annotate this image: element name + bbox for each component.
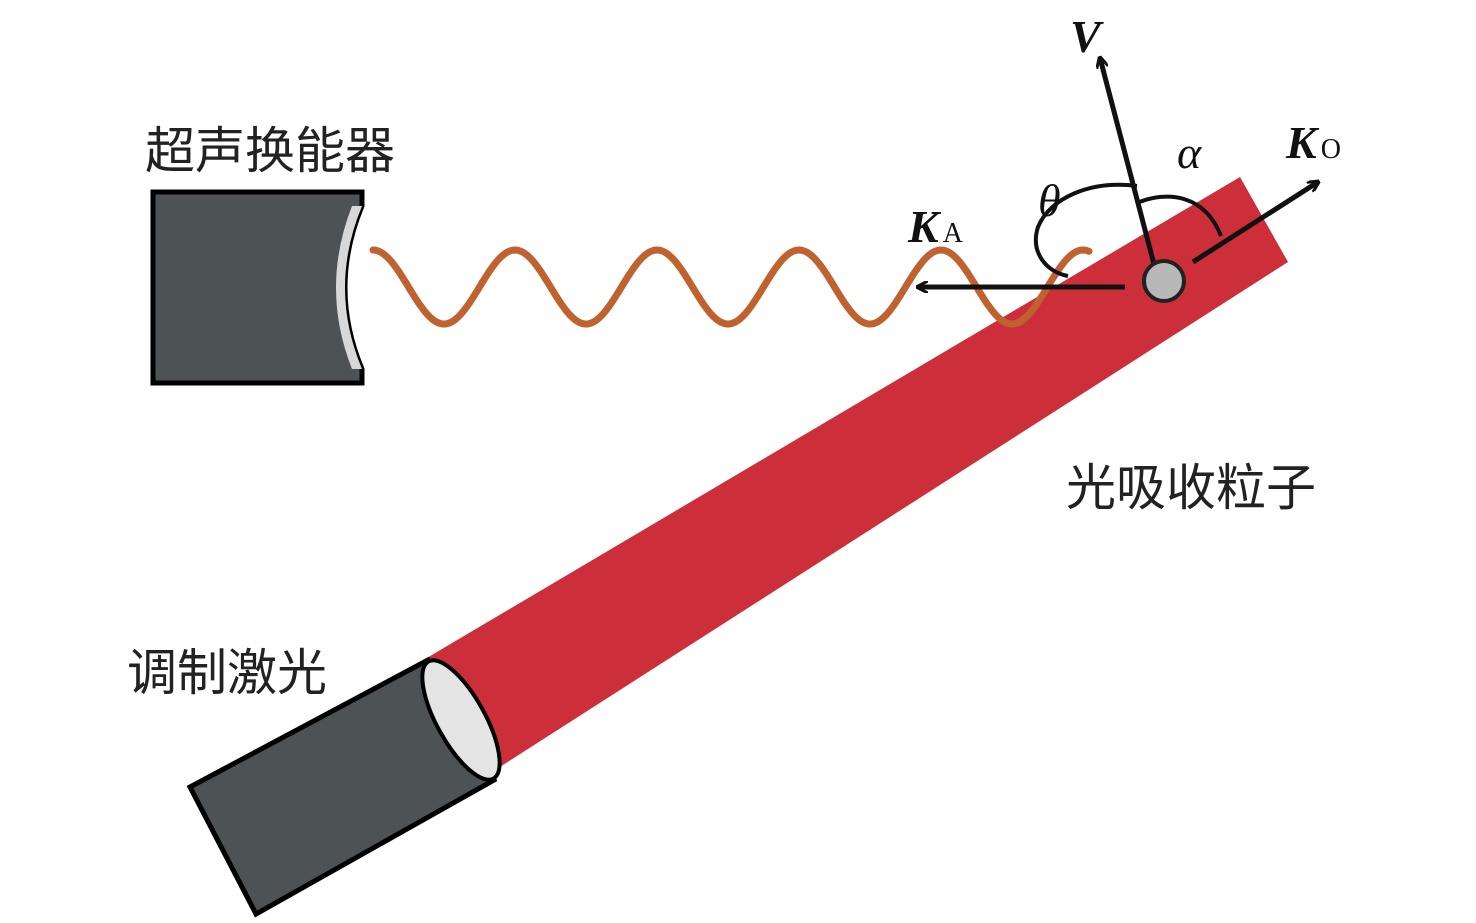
ultrasound-transducer bbox=[150, 189, 365, 386]
optical-vector-symbol: K bbox=[1285, 117, 1320, 168]
laser-emitter bbox=[186, 656, 502, 918]
laser-beam bbox=[420, 177, 1288, 772]
transducer-face bbox=[336, 206, 362, 369]
transducer-body bbox=[150, 189, 365, 386]
alpha-arc bbox=[1136, 194, 1223, 237]
alpha-symbol: α bbox=[1177, 127, 1202, 178]
absorbing-particle bbox=[1142, 259, 1186, 303]
particle-label: 光吸收粒子 bbox=[1066, 459, 1316, 517]
theta-symbol: θ bbox=[1038, 175, 1061, 226]
optical-vector-subscript: O bbox=[1321, 134, 1341, 165]
acoustic-vector-symbol: K bbox=[907, 201, 942, 252]
theta-arc bbox=[1034, 182, 1138, 278]
velocity-arrow bbox=[1100, 58, 1158, 269]
optical-wavevector-arrow bbox=[1191, 182, 1318, 265]
laser-label: 调制激光 bbox=[127, 644, 327, 702]
acoustic-vector-subscript: A bbox=[943, 218, 964, 249]
transducer-label: 超声换能器 bbox=[145, 122, 395, 180]
laser-aperture bbox=[420, 658, 502, 782]
velocity-symbol: V bbox=[1070, 11, 1104, 62]
acoustic-wave bbox=[369, 246, 1093, 328]
